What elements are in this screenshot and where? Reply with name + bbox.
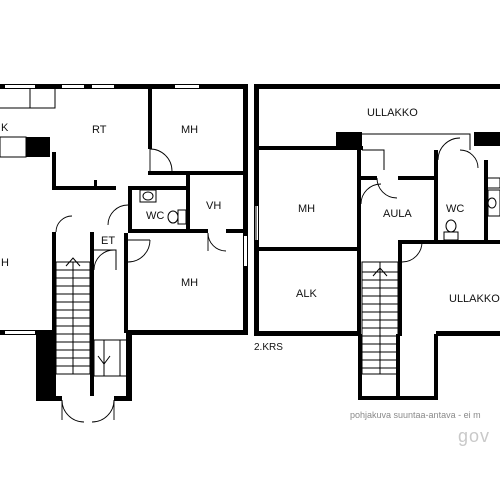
room-label-mh-bottom: MH bbox=[181, 277, 198, 289]
toilet bbox=[445, 219, 457, 233]
door-swing bbox=[127, 239, 151, 263]
partition bbox=[226, 229, 243, 233]
partition bbox=[398, 176, 436, 180]
room-label-wc: WC bbox=[146, 210, 164, 222]
partition bbox=[128, 186, 132, 230]
right-bottom-wall bbox=[436, 331, 500, 336]
partition bbox=[128, 229, 208, 233]
left-right-wall bbox=[243, 84, 248, 334]
door-swing bbox=[93, 249, 115, 271]
room-label-et: ET bbox=[101, 235, 115, 247]
toilet bbox=[167, 210, 179, 224]
partition bbox=[52, 152, 56, 188]
entrance-wall bbox=[126, 334, 132, 400]
door-swing bbox=[360, 183, 382, 205]
partition bbox=[398, 240, 402, 336]
door-swing bbox=[437, 137, 461, 161]
door-swing bbox=[55, 215, 73, 233]
shelf bbox=[485, 177, 500, 189]
door-swing bbox=[459, 149, 479, 169]
door-swing bbox=[207, 232, 227, 252]
room-label-ullakko-bottom: ULLAKKO bbox=[449, 293, 500, 305]
room-label-ullakko-top: ULLAKKO bbox=[367, 107, 418, 119]
opening bbox=[286, 247, 324, 251]
partition bbox=[434, 150, 438, 242]
room-label-k: K bbox=[1, 122, 9, 134]
kitchen-counter bbox=[0, 89, 56, 109]
room-label-wc-upper: WC bbox=[446, 203, 464, 215]
partition bbox=[484, 160, 488, 242]
room-label-h: H bbox=[1, 257, 9, 269]
door-swing bbox=[401, 241, 423, 263]
partition bbox=[398, 240, 500, 244]
sink bbox=[142, 191, 154, 201]
partition bbox=[148, 89, 152, 149]
partition bbox=[52, 186, 116, 190]
right-top-wall bbox=[254, 84, 500, 89]
stair-wall bbox=[358, 396, 400, 400]
left-bottom-wall-right bbox=[126, 330, 248, 335]
knee-wall bbox=[259, 146, 363, 150]
partition bbox=[124, 233, 128, 333]
stair-wall bbox=[358, 334, 362, 400]
stove bbox=[0, 136, 27, 158]
partition bbox=[361, 176, 377, 180]
partition bbox=[94, 180, 97, 190]
stair-wall bbox=[398, 396, 438, 400]
room-label-mh: MH bbox=[298, 203, 315, 215]
partition bbox=[128, 186, 188, 190]
window bbox=[62, 85, 84, 88]
entrance-stairs bbox=[93, 339, 131, 377]
partition bbox=[148, 171, 243, 175]
door-swing bbox=[376, 177, 398, 199]
sink-counter bbox=[487, 189, 500, 217]
room-label-aula: AULA bbox=[383, 208, 412, 220]
first-floor-plan bbox=[0, 84, 248, 423]
window bbox=[175, 85, 199, 88]
sink bbox=[487, 197, 497, 209]
entrance-opening bbox=[62, 396, 114, 401]
watermark-logo: gov bbox=[458, 426, 490, 446]
partition bbox=[357, 150, 361, 336]
entry-door bbox=[91, 399, 115, 423]
window bbox=[244, 236, 247, 266]
chimney bbox=[474, 132, 500, 146]
door-swing bbox=[149, 148, 173, 172]
attic-edge bbox=[362, 149, 385, 170]
partition bbox=[186, 175, 190, 233]
attic-edge bbox=[362, 133, 471, 150]
stair-wall bbox=[52, 232, 56, 400]
fridge-block bbox=[26, 137, 50, 157]
stair-wall bbox=[90, 232, 94, 400]
window bbox=[5, 85, 35, 88]
toilet-tank bbox=[177, 209, 187, 225]
left-top-wall bbox=[0, 84, 248, 89]
stair-wall bbox=[434, 334, 438, 400]
landing bbox=[94, 249, 117, 270]
room-label-rt: RT bbox=[92, 124, 107, 136]
window bbox=[92, 85, 114, 88]
right-bottom-wall bbox=[254, 331, 360, 336]
second-floor-plan bbox=[254, 84, 500, 400]
room-label-mh-top: MH bbox=[181, 124, 198, 136]
room-label-alk: ALK bbox=[296, 288, 317, 300]
sink-counter bbox=[139, 189, 157, 203]
staircase-upper bbox=[361, 261, 399, 375]
window bbox=[5, 331, 35, 334]
entry-door bbox=[61, 399, 85, 423]
stair-wall bbox=[396, 334, 400, 400]
door-swing bbox=[107, 204, 129, 226]
floor-label: 2.KRS bbox=[254, 342, 283, 353]
toilet-tank bbox=[443, 231, 459, 241]
disclaimer-text: pohjakuva suuntaa-antava - ei m bbox=[350, 410, 481, 420]
chimney bbox=[336, 132, 362, 150]
entrance-wall bbox=[36, 334, 52, 400]
room-label-vh: VH bbox=[206, 200, 221, 212]
staircase bbox=[55, 257, 91, 375]
